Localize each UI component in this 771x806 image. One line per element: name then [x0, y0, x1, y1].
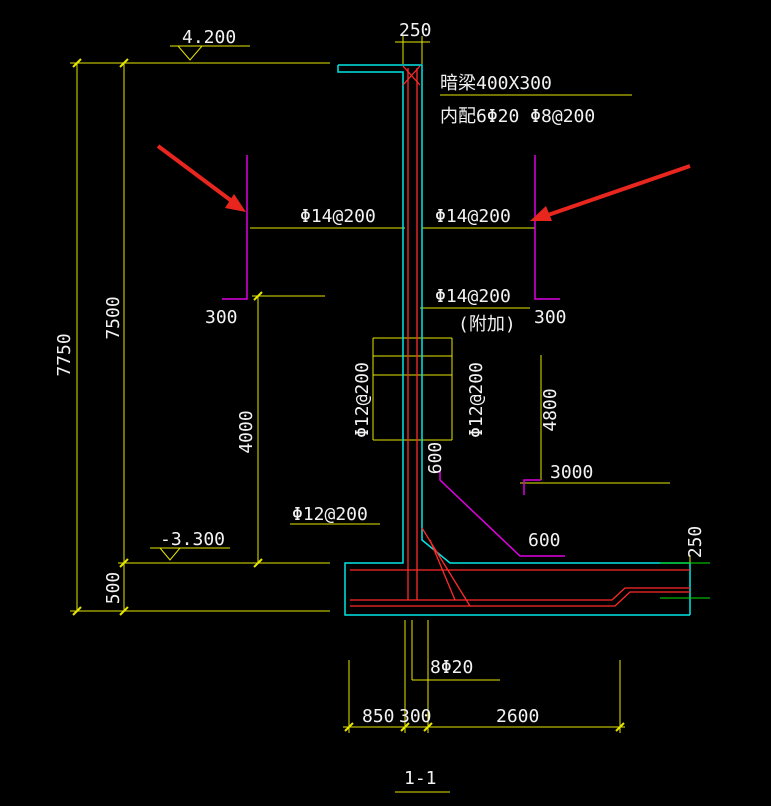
- label-anchor-left: 300: [205, 307, 238, 328]
- dim-slab-thickness: 250: [685, 526, 706, 559]
- label-haunch-600-v: 600: [425, 442, 446, 475]
- dimension-ticks: [72, 58, 625, 732]
- dim-wall-thickness: 250: [399, 20, 432, 41]
- label-base-rebar: Φ12@200: [292, 504, 368, 525]
- wall-outline: [337, 64, 691, 616]
- dim-mid-height: 4000: [236, 410, 257, 453]
- label-beam-rebar: 内配6Φ20 Φ8@200: [440, 106, 595, 127]
- arrow-right-head: [530, 206, 552, 221]
- label-bottom-bars: 8Φ20: [430, 657, 473, 678]
- label-haunch-600-h: 600: [528, 530, 561, 551]
- label-anchor-4800: 4800: [540, 388, 561, 431]
- dim-wall-height: 7500: [103, 296, 124, 339]
- arrow-right-shaft: [547, 164, 691, 217]
- anchorage-lines: [222, 155, 565, 557]
- elevation-bottom: -3.300: [160, 529, 225, 550]
- label-hidden-beam: 暗梁400X300: [440, 73, 552, 94]
- rebar-lines: [350, 65, 690, 607]
- label-rebar-right: Φ14@200: [435, 206, 511, 227]
- label-rebar-left: Φ14@200: [300, 206, 376, 227]
- dim-left-toe: 850: [362, 706, 395, 727]
- section-title: 1-1: [404, 768, 437, 789]
- elevation-top: 4.200: [182, 27, 236, 48]
- slab-edge-marks: [660, 562, 710, 599]
- arrow-left-head: [225, 194, 246, 212]
- label-anchor-right: 300: [534, 307, 567, 328]
- red-arrows: [156, 144, 691, 221]
- label-rebar-added: Φ14@200: [435, 286, 511, 307]
- arrow-left-shaft: [156, 144, 235, 204]
- elevation-markers: [159, 45, 203, 561]
- label-stirrup-left: Φ12@200: [352, 362, 373, 438]
- dim-heel: 2600: [496, 706, 539, 727]
- dim-stem-width: 300: [399, 706, 432, 727]
- dim-base-thickness: 500: [103, 572, 124, 605]
- label-anchor-3000: 3000: [550, 462, 593, 483]
- dim-total-height: 7750: [54, 333, 75, 376]
- label-added-note: (附加): [458, 314, 516, 335]
- label-stirrup-right: Φ12@200: [466, 362, 487, 438]
